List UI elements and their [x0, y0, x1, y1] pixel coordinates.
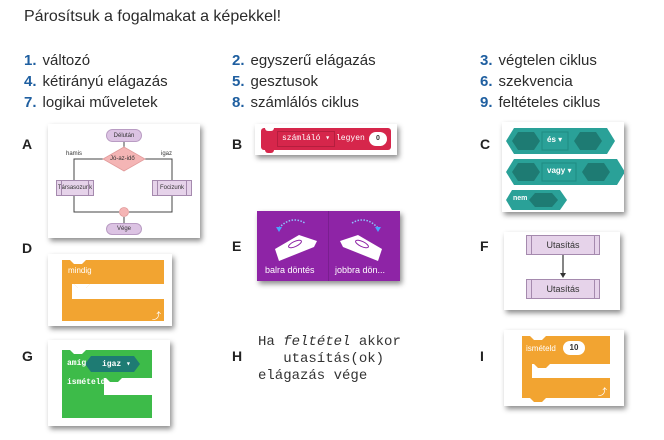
repeat-label: ismételd: [67, 378, 106, 387]
image-f-sequence: Utasítás Utasítás: [504, 232, 620, 310]
image-d-forever-block: mindig ⤴: [48, 254, 172, 326]
not-label: nem: [513, 195, 528, 202]
image-e-gestures: balra döntés jobbra dön...: [257, 211, 400, 281]
term-8: 8.számlálós ciklus: [232, 94, 359, 111]
or-label: vagy ▾: [547, 166, 572, 175]
repeat-label: ismételd: [526, 344, 556, 353]
flow-decision-label: Jó-az-idő: [110, 156, 135, 162]
value-input: 0: [369, 132, 387, 146]
while-keyword: amíg: [67, 359, 87, 368]
image-c-logic-blocks: és ▾ vagy ▾ nem: [502, 122, 624, 212]
set-keyword: legyen: [336, 134, 365, 143]
letter-e: E: [232, 238, 242, 254]
term-2: 2.egyszerű elágazás: [232, 52, 376, 69]
tilt-right-label: jobbra dön...: [335, 265, 386, 275]
letter-f: F: [480, 238, 489, 254]
loop-arrow-icon: ⤴: [152, 311, 162, 321]
term-6: 6.szekvencia: [480, 73, 573, 90]
letter-i: I: [480, 348, 484, 364]
repeat-count-input: 10: [563, 341, 585, 355]
letter-h: H: [232, 348, 243, 364]
letter-c: C: [480, 136, 491, 152]
condition-dropdown: igaz ▾: [102, 360, 131, 369]
merge-connector: [119, 207, 129, 217]
letter-b: B: [232, 136, 243, 152]
tilt-right-icon: [340, 219, 382, 261]
term-5: 5.gesztusok: [232, 73, 319, 90]
letter-g: G: [22, 348, 33, 364]
flow-true-label: igaz: [161, 151, 173, 157]
image-i-repeat-block: ismételd 10 ⤴: [504, 330, 624, 406]
and-label: és ▾: [547, 135, 563, 144]
letter-d: D: [22, 240, 33, 256]
flow-true-action: Focizunk: [152, 180, 192, 196]
set-variable-block: számláló ▾ legyen 0: [261, 128, 391, 153]
image-b-variable-block: számláló ▾ legyen 0: [255, 124, 397, 155]
tilt-left-icon: [275, 219, 317, 261]
term-4: 4.kétirányú elágazás: [24, 73, 168, 90]
image-a-flowchart: Délután Jó-az-idő hamis igaz Társasozunk…: [48, 124, 200, 238]
flow-false-label: hamis: [66, 151, 83, 157]
not-block: [506, 190, 567, 210]
image-g-while-block: amíg igaz ▾ ismételd: [48, 340, 170, 426]
flow-end: Vége: [106, 223, 142, 235]
tilt-left-label: balra döntés: [265, 265, 315, 275]
term-7: 7.logikai műveletek: [24, 94, 158, 111]
loop-arrow-icon: ⤴: [598, 387, 608, 397]
term-9: 9.feltételes ciklus: [480, 94, 601, 111]
decision-diamond: [102, 146, 146, 172]
variable-dropdown: számláló ▾: [277, 131, 336, 147]
exercise-title: Párosítsuk a fogalmakat a képekkel!: [24, 8, 282, 25]
term-1: 1.változó: [24, 52, 91, 69]
flow-start: Délután: [106, 129, 142, 142]
sequence-step-2: Utasítás: [526, 279, 600, 299]
or-block: [506, 159, 624, 185]
forever-label: mindig: [68, 266, 92, 275]
sequence-step-1: Utasítás: [526, 235, 600, 255]
flowchart-connectors: [73, 141, 173, 223]
pseudocode-if: Ha feltétel akkor utasítás(ok) elágazás …: [258, 334, 401, 384]
term-3: 3.végtelen ciklus: [480, 52, 597, 69]
and-block: [506, 128, 615, 154]
letter-a: A: [22, 136, 33, 152]
flow-false-action: Társasozunk: [56, 180, 94, 196]
